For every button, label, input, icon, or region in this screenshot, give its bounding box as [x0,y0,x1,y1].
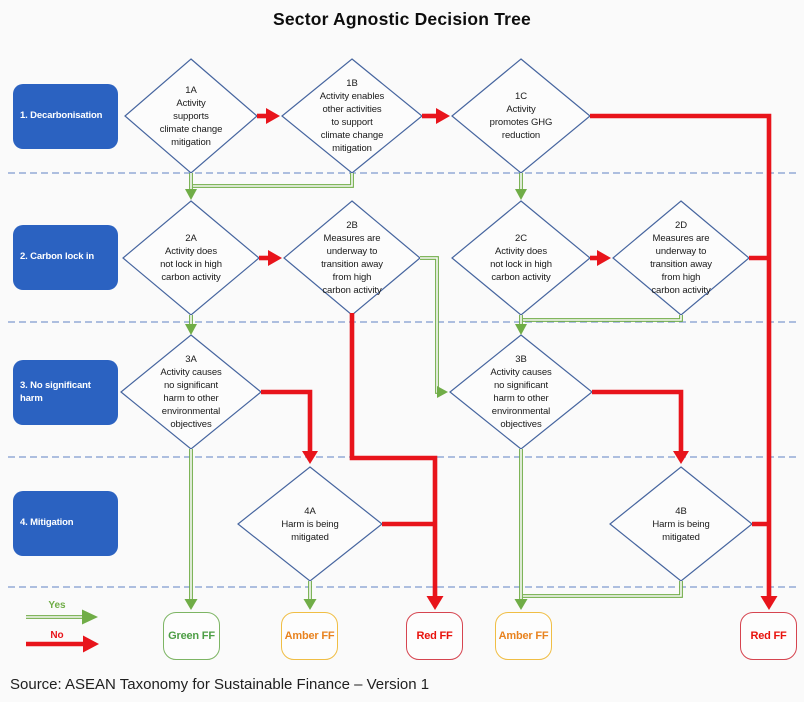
page-title: Sector Agnostic Decision Tree [272,9,531,29]
source-citation: Source: ASEAN Taxonomy for Sustainable F… [10,676,430,693]
no-path-3A-to-4A [261,389,313,451]
yes-path-4B-merge [523,581,683,598]
no-path-2B-to-redff [349,313,438,597]
legend-no-label: No [50,630,64,641]
stage-label: 3. No significant harm [20,380,91,404]
stage-label: 1. Decarbonisation [20,110,103,122]
legend-arrows [26,609,99,653]
outcome-red-ff-2: Red FF [740,612,797,660]
outcome-amber-ff-2: Amber FF [495,612,552,660]
stage-label: 4. Mitigation [20,517,74,529]
legend-yes-label: Yes [48,600,66,611]
stage-box-decarbonisation: 1. Decarbonisation [13,84,118,149]
node-2B-text: 2B Measures are underway to transition a… [321,220,383,296]
yes-path-arrows [184,173,683,610]
node-1B-text: 1B Activity enables other activities to … [319,78,385,154]
outcome-green-ff: Green FF [163,612,220,660]
node-2A-text: 2A Activity does not lock in high carbon… [160,233,222,283]
node-3A-text: 3A Activity causes no significant harm t… [160,354,222,430]
node-4B-text: 4B Harm is being mitigated [652,505,710,543]
stage-label: 2. Carbon lock in [20,251,94,263]
node-1C-text: 1C Activity promotes GHG reduction [489,91,553,141]
no-path-3B-to-4B [592,389,684,451]
decision-node-shapes [120,58,753,582]
stage-box-no-significant-harm: 3. No significant harm [13,360,118,425]
outcome-red-ff-1: Red FF [406,612,463,660]
yes-path-1B-merge [193,173,354,188]
node-2C-text: 2C Activity does not lock in high carbon… [490,233,552,283]
node-3B-text: 3B Activity causes no significant harm t… [490,354,552,430]
node-4A-text: 4A Harm is being mitigated [281,505,339,543]
node-1A-text: 1A Activity supports climate change miti… [159,84,223,148]
node-2D-text: 2D Measures are underway to transition a… [650,220,712,296]
outcome-amber-ff-1: Amber FF [281,612,338,660]
stage-box-carbon-lock-in: 2. Carbon lock in [13,225,118,290]
stage-box-mitigation: 4. Mitigation [13,491,118,556]
no-path-1C-to-redff [590,113,772,597]
no-path-arrows [257,108,778,610]
